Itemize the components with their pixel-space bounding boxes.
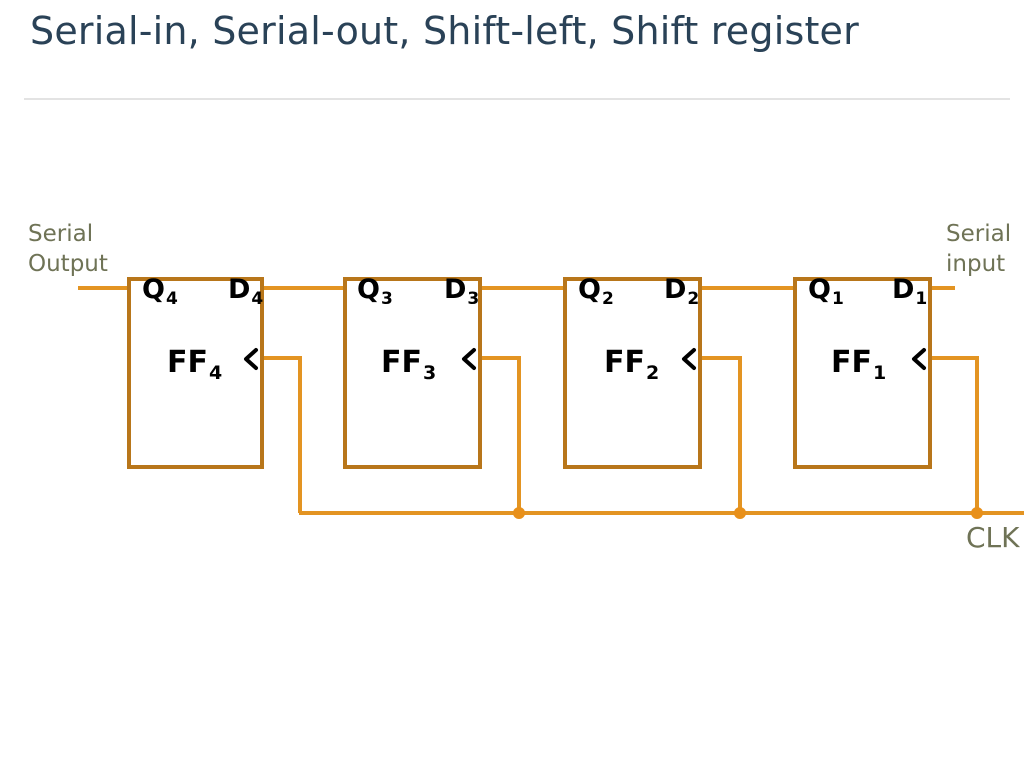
ff4-clock-marker-icon (244, 348, 258, 370)
ff3-name-label: FF3 (381, 345, 437, 384)
ff4-box (127, 277, 264, 469)
ff3-box (343, 277, 482, 469)
ff2-q-pin-label: Q2 (578, 274, 614, 309)
clock-label: CLK (966, 521, 1020, 554)
ff1-q-pin-label: Q1 (808, 274, 844, 309)
clock-bus-junctions (513, 507, 983, 519)
ff1-d-pin-label: D1 (892, 274, 928, 309)
title-divider (24, 98, 1010, 100)
ff3-q-pin-label: Q3 (357, 274, 393, 309)
serial-output-label-line2: Output (28, 251, 108, 277)
ff2-box (563, 277, 702, 469)
wire-clock-ff3 (480, 356, 521, 513)
ff2-d-pin-label: D2 (664, 274, 700, 309)
wire-clock-ff4 (262, 356, 302, 513)
ff1-clock-marker-icon (912, 348, 926, 370)
ff3-d-pin-label: D3 (444, 274, 480, 309)
serial-input-label-line1: Serial (946, 221, 1012, 247)
ff1-name-label: FF1 (831, 345, 887, 384)
serial-input-label-line2: input (946, 251, 1006, 277)
junction-dot (734, 507, 746, 519)
ff4-q-pin-label: Q4 (142, 274, 178, 309)
wire-clock-ff2 (700, 356, 742, 513)
ff1-box (793, 277, 932, 469)
ff2-clock-marker-icon (682, 348, 696, 370)
ff4-name-label: FF4 (167, 345, 223, 384)
junction-dot (513, 507, 525, 519)
serial-output-label-line1: Serial (28, 221, 94, 247)
page-title: Serial-in, Serial-out, Shift-left, Shift… (30, 9, 859, 53)
ff3-clock-marker-icon (462, 348, 476, 370)
ff2-name-label: FF2 (604, 345, 660, 384)
ff4-d-pin-label: D4 (228, 274, 264, 309)
wire-clock-ff1 (930, 356, 979, 513)
junction-dot (971, 507, 983, 519)
